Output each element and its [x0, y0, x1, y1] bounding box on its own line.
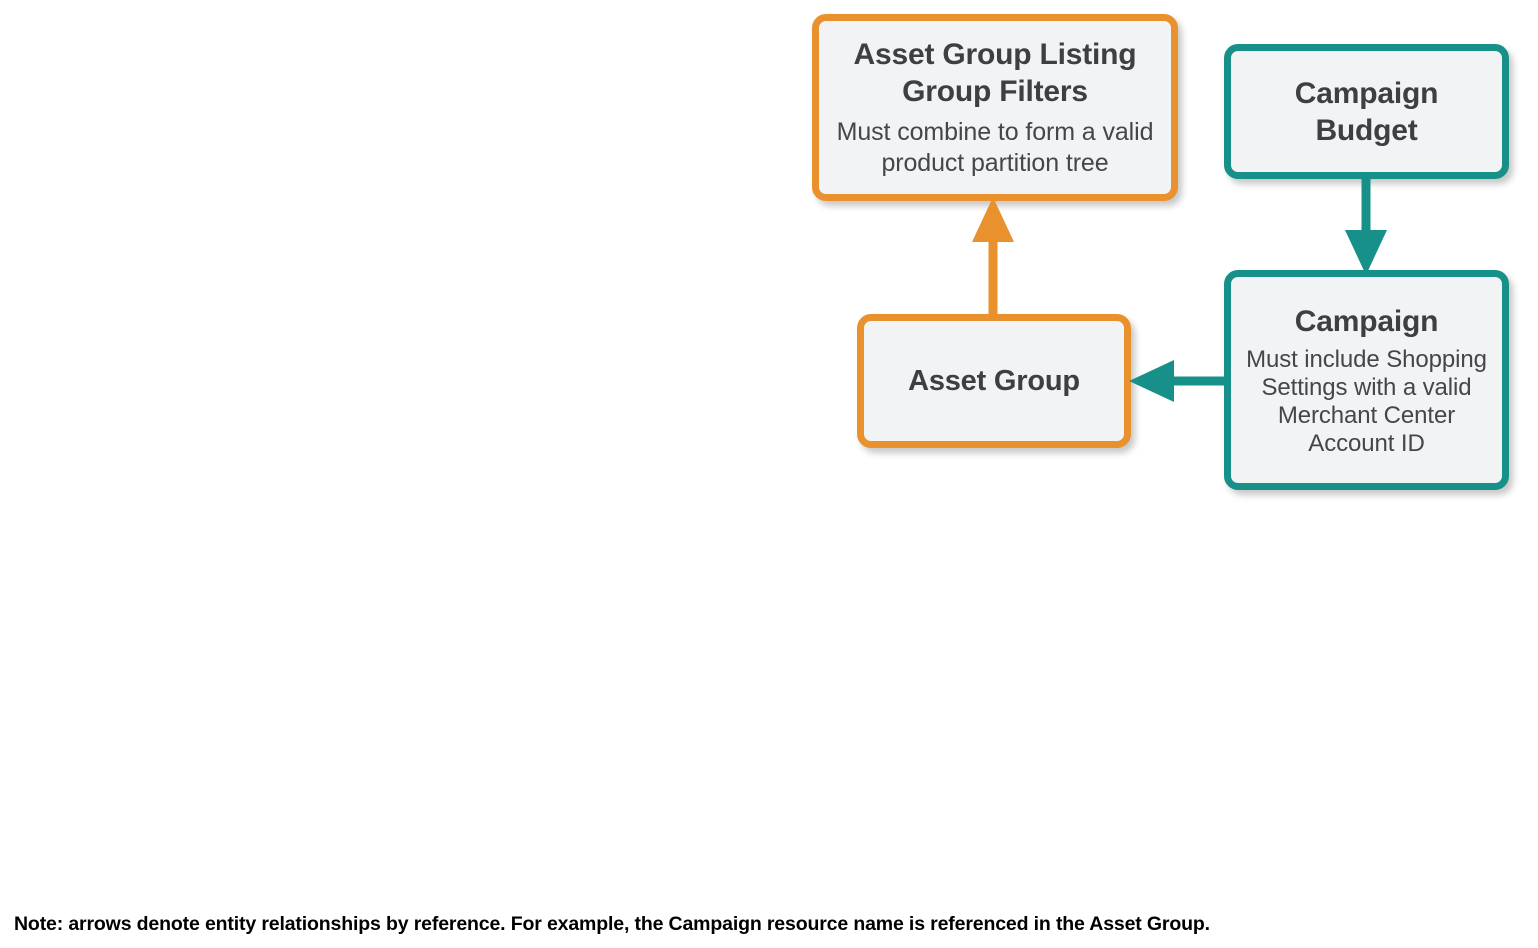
node-asset-group-listing-group-filters: Asset Group Listing Group Filters Must c…	[812, 14, 1178, 201]
node-title: Asset Group	[908, 365, 1080, 397]
node-title: Campaign Budget	[1294, 76, 1439, 147]
node-asset-group: Asset Group	[857, 314, 1131, 448]
node-subtitle: Must include Shopping Settings with a va…	[1246, 345, 1487, 457]
arrow-head-up-icon	[972, 197, 1014, 242]
arrow-campaign-budget-to-campaign	[1345, 174, 1387, 275]
arrow-head-down-icon	[1345, 230, 1387, 275]
node-campaign: Campaign Must include Shopping Settings …	[1224, 270, 1509, 490]
node-campaign-budget: Campaign Budget	[1224, 44, 1509, 179]
node-title: Campaign	[1294, 304, 1439, 338]
diagram-note: Note: arrows denote entity relationships…	[14, 913, 1210, 935]
node-subtitle: Must combine to form a valid product par…	[836, 118, 1154, 177]
arrow-head-left-icon	[1129, 360, 1174, 402]
node-title: Asset Group Listing Group Filters	[853, 38, 1137, 108]
arrow-asset-group-to-listing-group-filters	[972, 197, 1014, 320]
arrow-campaign-to-asset-group	[1129, 360, 1230, 402]
